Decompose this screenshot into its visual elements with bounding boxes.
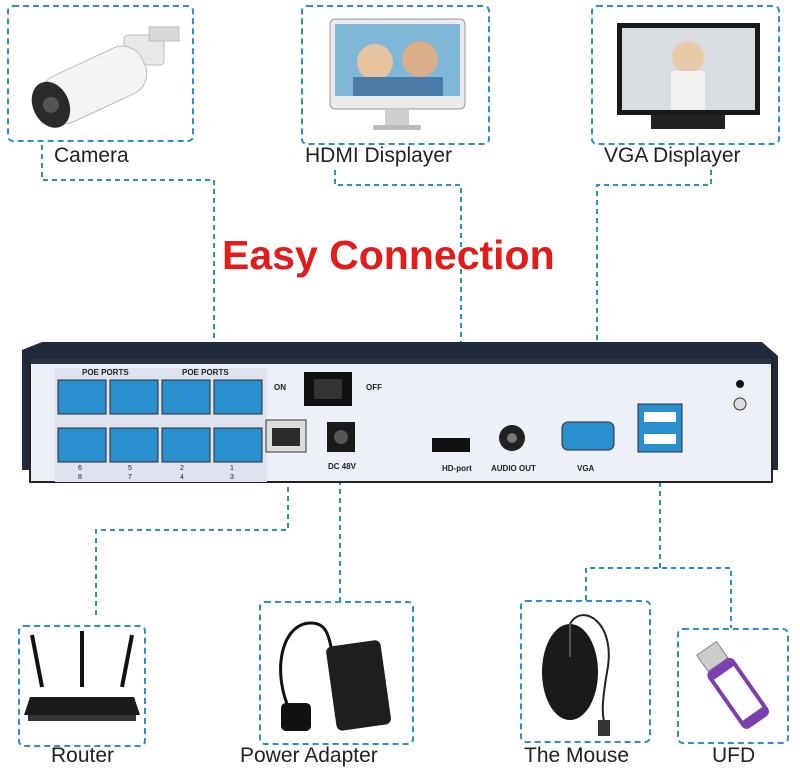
vga-displayer-box <box>591 5 780 145</box>
hd-port-label: HD-port <box>442 464 472 473</box>
ufd-label: UFD <box>712 744 756 767</box>
nvr-rear-panel <box>22 342 778 483</box>
mouse-icon <box>542 614 610 736</box>
port-number: 3 <box>230 474 234 481</box>
vga-line <box>596 170 712 432</box>
off-label: OFF <box>366 383 382 392</box>
power-adapter-label: Power Adapter <box>240 744 378 767</box>
router-label: Router <box>51 744 115 767</box>
power-adapter-icon <box>279 621 391 731</box>
poe-ports-label-right: POE PORTS <box>182 368 229 377</box>
power-adapter-box <box>259 601 414 745</box>
vga-displayer-label: VGA Displayer <box>604 144 741 167</box>
router-box <box>18 625 146 747</box>
camera-line <box>41 145 215 392</box>
hdmi-port <box>432 438 470 452</box>
poe-port <box>57 379 107 415</box>
port-number: 1 <box>230 465 234 472</box>
poe-port <box>213 379 263 415</box>
router-line <box>95 468 289 615</box>
port-number: 7 <box>128 474 132 481</box>
port-number: 8 <box>78 474 82 481</box>
dc-label: DC 48V <box>328 462 357 471</box>
camera-icon <box>31 26 180 128</box>
ufd-box <box>677 628 789 744</box>
router-icon <box>24 631 140 721</box>
hdmi-displayer-box <box>301 5 490 145</box>
mouse-line <box>585 567 732 628</box>
port-number: 5 <box>128 465 132 472</box>
poe-port <box>161 379 211 415</box>
poe-port <box>57 427 107 463</box>
mouse-label: The Mouse <box>524 744 630 767</box>
monitor-icon <box>329 18 466 130</box>
monitor-icon <box>617 23 760 129</box>
port-number: 2 <box>180 465 184 472</box>
port-number: 4 <box>180 474 184 481</box>
vga-port-label: VGA <box>577 464 595 473</box>
poe-port <box>109 379 159 415</box>
camera-label: Camera <box>54 144 129 167</box>
vga-port <box>561 421 615 451</box>
poe-ports-label-left: POE PORTS <box>82 368 129 377</box>
poe-port <box>109 427 159 463</box>
page-title: Easy Connection <box>222 232 555 278</box>
poe-port <box>161 427 211 463</box>
camera-box <box>7 5 194 142</box>
hdmi-displayer-label: HDMI Displayer <box>305 144 453 167</box>
poe-port <box>213 427 263 463</box>
usb-flash-drive-icon <box>696 640 769 729</box>
mouse-box <box>520 600 651 743</box>
port-number: 6 <box>78 465 82 472</box>
audio-out-label: AUDIO OUT <box>491 464 536 473</box>
on-label: ON <box>274 383 286 392</box>
usb-ports <box>637 403 683 453</box>
